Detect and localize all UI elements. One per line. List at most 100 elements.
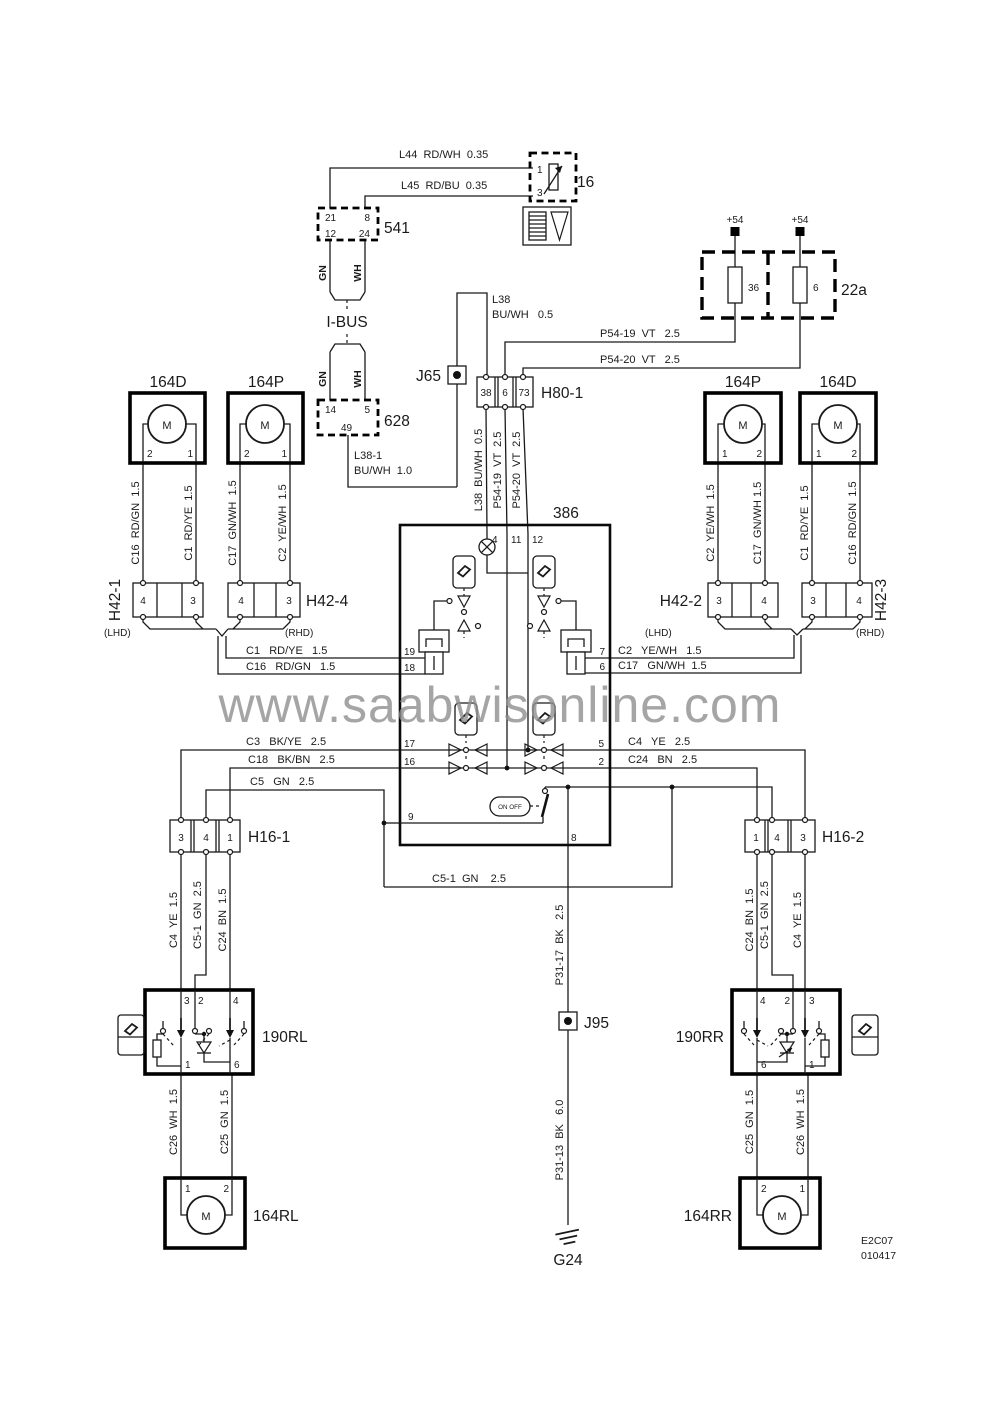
- label-lhd-left: (LHD): [104, 628, 131, 639]
- pin: 3: [537, 188, 543, 199]
- pin: 11: [511, 535, 522, 546]
- pin: 1: [187, 449, 193, 460]
- wire-l38-1: [347, 435, 457, 488]
- wire-runs: [142, 167, 861, 1225]
- wire-c51-r: [608, 786, 773, 820]
- connector-h42-4: [227, 579, 301, 621]
- wire-p54-20: [522, 303, 801, 377]
- wirelabel-c18h: C18 BK/BN 2.5: [248, 754, 335, 766]
- switchpack-386: [398, 523, 612, 847]
- pin: 2: [147, 449, 153, 460]
- wirelabel-gn-a: GN: [317, 265, 329, 281]
- triangle-icon: [550, 211, 569, 243]
- connector-h42-3: [801, 579, 873, 621]
- wirelabel-c24vl: C24 BN 1.5: [217, 889, 229, 952]
- label-lhd-right: (LHD): [645, 628, 672, 639]
- pin: 4: [238, 596, 244, 607]
- wirelabel-l381a: L38-1: [354, 450, 382, 462]
- pin: 1: [753, 833, 759, 844]
- wirelabel-c5h: C5 GN 2.5: [250, 776, 314, 788]
- pin: 2: [198, 996, 204, 1007]
- wirelabel-wh-b: WH: [352, 370, 364, 388]
- label-g24: G24: [553, 1252, 583, 1269]
- pin: 1: [185, 1060, 191, 1071]
- label-190rr: 190RR: [676, 1029, 724, 1046]
- pin: 3: [184, 996, 190, 1007]
- resistor-symbol: [820, 1039, 830, 1058]
- pin: 3: [716, 596, 722, 607]
- pin: 24: [359, 229, 371, 240]
- pin: 1: [799, 1184, 805, 1195]
- motor-symbol: [723, 404, 763, 444]
- wirelabel-p3117: P31-17 BK 2.5: [554, 905, 566, 986]
- wirelabel-l38v: L38 BU/WH 0.5: [473, 429, 485, 512]
- motor-164d-right: [798, 391, 878, 465]
- connector-h80-1: [476, 373, 534, 411]
- variable-resistor-icon: [548, 163, 559, 191]
- label-386: 386: [553, 505, 579, 522]
- pin: 1: [537, 165, 543, 176]
- wirelabel-c3h: C3 BK/YE 2.5: [246, 736, 326, 748]
- label-164rr: 164RR: [684, 1208, 732, 1225]
- pin: 4: [140, 596, 146, 607]
- pin: 3: [178, 833, 184, 844]
- wire-p5420-v: [522, 407, 529, 535]
- wirelabel-c24h: C24 BN 2.5: [628, 754, 697, 766]
- wirelabel-c16vr: C16 RD/GN 1.5: [847, 481, 859, 564]
- wirelabel-c26vl: C26 WH 1.5: [168, 1089, 180, 1155]
- pin: 18: [404, 663, 416, 674]
- pin: 6: [599, 662, 605, 673]
- wire-c51v-r: [771, 852, 794, 990]
- pulse-relay-left: [418, 600, 450, 675]
- label-ibus: I-BUS: [326, 314, 367, 331]
- pin: 2: [244, 449, 250, 460]
- pin: 6: [234, 1060, 240, 1071]
- wire-l44: [329, 167, 533, 208]
- label-j65: J65: [416, 368, 441, 385]
- pin: 49: [341, 423, 353, 434]
- label-h16-2: H16-2: [822, 829, 864, 846]
- wirelabel-c4vl: C4 YE 1.5: [168, 892, 180, 948]
- label-onoff: ON OFF: [498, 804, 522, 811]
- pin: 7: [599, 647, 605, 658]
- window-lift-icon: [452, 555, 476, 589]
- watermark: www.saabwisonline.com: [218, 677, 782, 733]
- fuse-36-icon: [727, 266, 743, 304]
- label-h42-2: H42-2: [660, 593, 702, 610]
- wire-c3: [180, 749, 400, 820]
- wirelabel-c16h: C16 RD/GN 1.5: [246, 661, 335, 673]
- motor-letter: M: [201, 1211, 210, 1223]
- pin: 12: [325, 229, 337, 240]
- pin: 19: [404, 647, 416, 658]
- wirelabel-p5420: P54-20 VT 2.5: [600, 354, 680, 366]
- plus54-terminal-a: [730, 227, 740, 236]
- window-lift-icon: [532, 555, 556, 589]
- label-h42-1: H42-1: [107, 579, 124, 621]
- grid-icon: [528, 211, 547, 241]
- motor-symbol: [762, 1195, 802, 1235]
- pin: 3: [286, 596, 292, 607]
- pin: 6: [502, 388, 508, 399]
- switch-blade: [540, 793, 550, 818]
- pin: 1: [809, 1060, 815, 1071]
- label-164d-left: 164D: [149, 374, 186, 391]
- wire-c2-h: [608, 635, 795, 659]
- label-628: 628: [384, 413, 410, 430]
- pin: 2: [851, 449, 857, 460]
- wirelabel-c17vr: C17 GN/WH 1.5: [752, 482, 764, 565]
- wirelabel-c2vl: C2 YE/WH 1.5: [277, 484, 289, 561]
- label-164p-left: 164P: [248, 374, 284, 391]
- motor-164rl: [163, 1176, 247, 1250]
- wirelabel-l381b: BU/WH 1.0: [354, 465, 412, 477]
- wire-c51v-l: [194, 852, 207, 990]
- wire-l38-v: [485, 407, 488, 535]
- junction-dot: [381, 820, 387, 826]
- motor-letter: M: [162, 420, 171, 432]
- pin: 38: [480, 388, 492, 399]
- label-fuse36: 36: [748, 283, 760, 294]
- wire-c4: [608, 749, 806, 820]
- wirelabel-c17h: C17 GN/WH 1.5: [618, 660, 707, 672]
- diode-symbol: [195, 1041, 213, 1055]
- fusebox-22a: [700, 227, 837, 320]
- connector-16: [528, 151, 578, 203]
